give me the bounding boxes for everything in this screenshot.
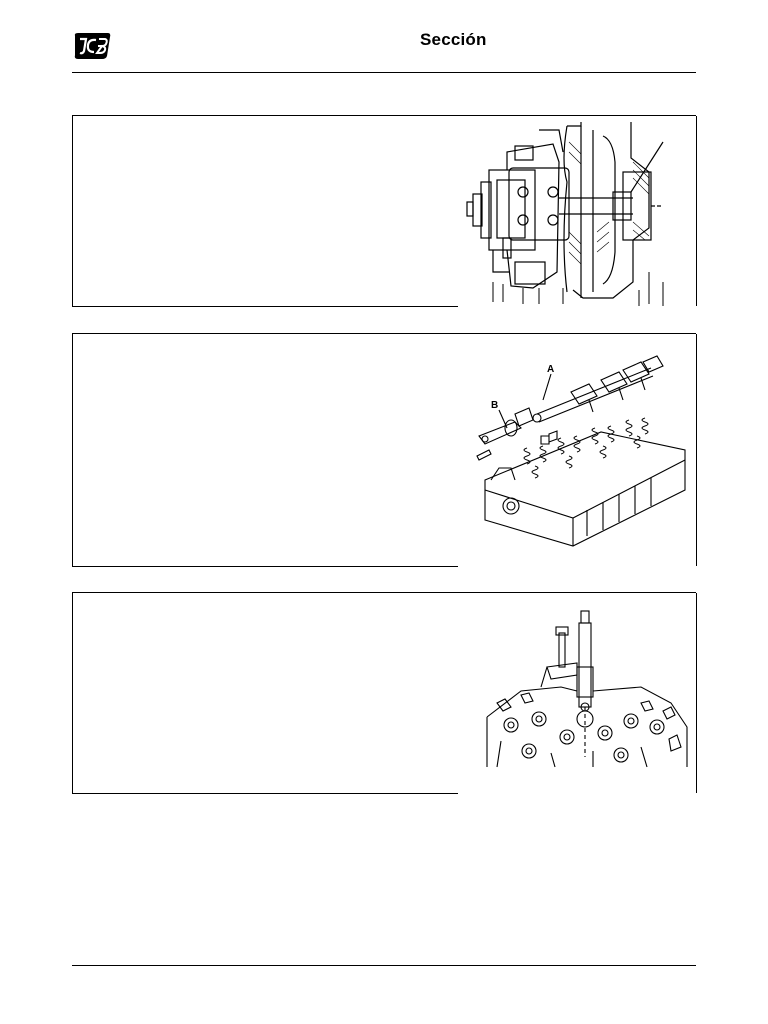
rocker-assembly-drawing: A B (471, 340, 695, 566)
figure-panel-1 (72, 115, 697, 307)
section-title: Sección (420, 30, 487, 49)
callout-a: A (547, 364, 554, 375)
callout-b: B (491, 400, 498, 411)
figure-panel-3 (72, 592, 697, 794)
fuel-pump-drawing (463, 122, 693, 307)
header-rule (72, 72, 696, 73)
injector-drawing (481, 607, 693, 771)
footer-rule (72, 965, 696, 966)
figure-panel-2: A B (72, 333, 697, 567)
jcb-logo (72, 31, 112, 61)
